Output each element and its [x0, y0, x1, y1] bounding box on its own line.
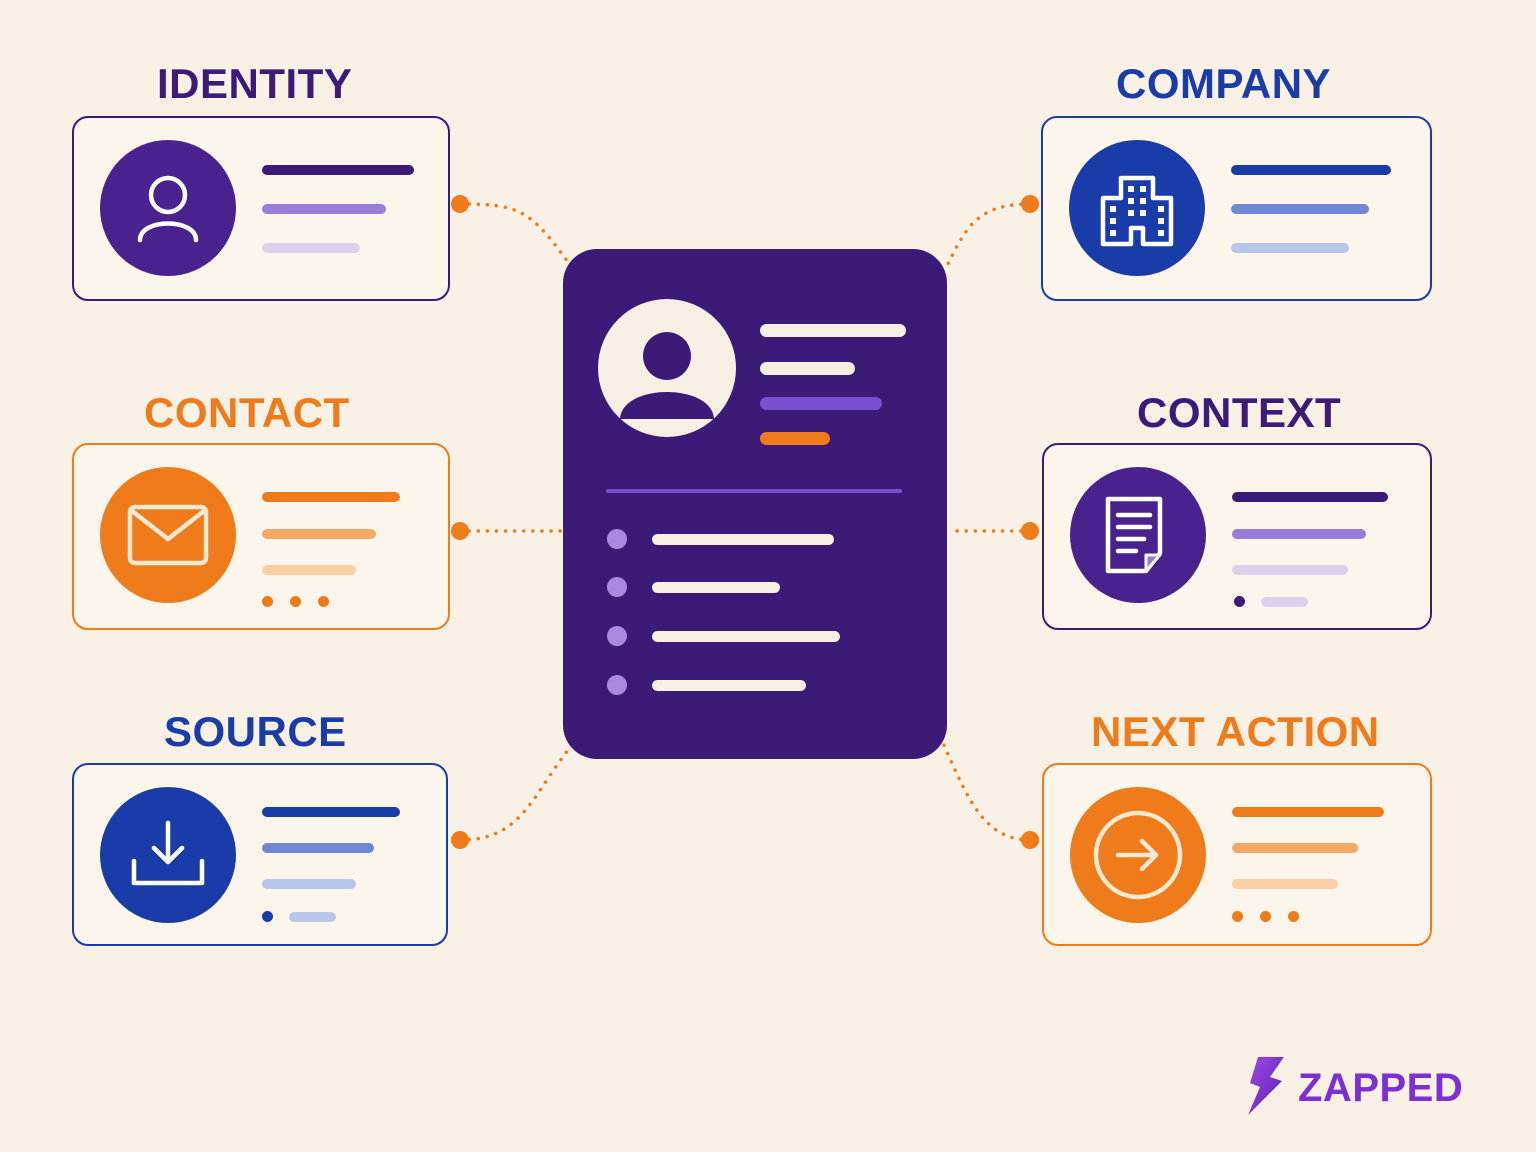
contact-line-1 [262, 492, 400, 502]
next-action-card [1042, 763, 1432, 946]
brand-logo: ZAPPED [1244, 1056, 1463, 1120]
connector-company [944, 202, 1032, 270]
connector-dot-context [1021, 522, 1039, 540]
next-action-line-1 [1232, 807, 1384, 817]
context-heading: CONTEXT [1137, 389, 1342, 436]
context-line-1 [1232, 492, 1388, 502]
connector-dot-identity [451, 195, 469, 213]
source-line-3 [262, 879, 356, 889]
connector-dot-next-action [1021, 831, 1039, 849]
identity-heading: IDENTITY [157, 60, 353, 107]
connector-dot-source [451, 831, 469, 849]
source-line-2 [262, 843, 374, 853]
profile-line-2 [760, 362, 855, 375]
brand-name: ZAPPED [1298, 1065, 1464, 1110]
envelope-icon [100, 467, 236, 603]
profile-avatar-icon [598, 299, 736, 437]
source-pill [289, 912, 336, 922]
document-icon [1070, 467, 1206, 603]
connector-source [458, 748, 570, 842]
profile-line-4 [760, 432, 830, 445]
contact-card [72, 443, 450, 630]
profile-line-1 [760, 324, 906, 337]
download-icon [100, 787, 236, 923]
person-icon [100, 140, 236, 276]
context-card [1042, 443, 1432, 630]
source-heading: SOURCE [164, 708, 347, 755]
next-action-line-3 [1232, 879, 1338, 889]
profile-bullet-3 [607, 626, 627, 646]
contact-line-2 [262, 529, 376, 539]
next-action-dot-3 [1288, 911, 1299, 922]
profile-item-1 [652, 534, 834, 545]
lightning-s-logo-icon [1244, 1055, 1290, 1122]
contact-heading: CONTACT [144, 389, 350, 436]
profile-bullet-4 [607, 675, 627, 695]
contact-dot-2 [290, 596, 301, 607]
company-line-1 [1231, 165, 1391, 175]
contact-line-3 [262, 565, 356, 575]
connector-next-action [942, 743, 1032, 842]
identity-line-3 [262, 243, 360, 253]
next-action-line-2 [1232, 843, 1358, 853]
context-line-2 [1232, 529, 1366, 539]
connector-identity [458, 202, 570, 264]
company-line-3 [1231, 243, 1349, 253]
profile-item-3 [652, 631, 840, 642]
context-pill [1261, 597, 1308, 607]
profile-line-3 [760, 397, 882, 410]
contact-dot-1 [262, 596, 273, 607]
profile-bullet-2 [607, 577, 627, 597]
profile-item-4 [652, 680, 806, 691]
profile-card [563, 249, 947, 759]
context-line-3 [1232, 565, 1348, 575]
company-heading: COMPANY [1116, 60, 1332, 107]
source-card [72, 763, 448, 946]
next-action-heading: NEXT ACTION [1091, 708, 1380, 755]
connector-dot-company [1021, 195, 1039, 213]
identity-card [72, 116, 450, 301]
next-action-dot-1 [1232, 911, 1243, 922]
company-line-2 [1231, 204, 1369, 214]
source-dot [262, 911, 273, 922]
building-icon [1069, 140, 1205, 276]
arrow-right-circle-icon [1070, 787, 1206, 923]
profile-item-2 [652, 582, 780, 593]
profile-bullet-1 [607, 529, 627, 549]
context-dot [1234, 596, 1245, 607]
connector-dot-contact [451, 522, 469, 540]
identity-line-2 [262, 204, 386, 214]
identity-line-1 [262, 165, 414, 175]
company-card [1041, 116, 1432, 301]
contact-dot-3 [318, 596, 329, 607]
source-line-1 [262, 807, 400, 817]
profile-divider [606, 489, 902, 493]
next-action-dot-2 [1260, 911, 1271, 922]
